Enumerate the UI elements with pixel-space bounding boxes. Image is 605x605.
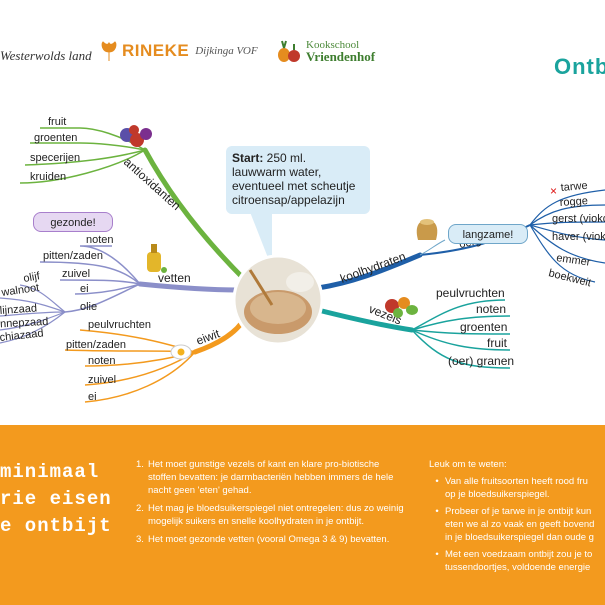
langzame-link	[419, 239, 446, 256]
vegetables-icon	[278, 40, 300, 62]
item-boekweit: boekweit	[547, 267, 592, 289]
oergranen-subbranches	[529, 189, 605, 283]
list-item: 1. Het moet gunstige vezels of kant en k…	[136, 459, 394, 496]
item-eiwit-pitten: pitten/zaden	[66, 339, 126, 351]
branch-antioxidanten	[142, 147, 248, 283]
item-vetten-pitten: pitten/zaden	[43, 250, 103, 262]
item-hennepzaad: hennepzaad	[0, 316, 49, 331]
logo-kookschool: Kookschool Vriendenhof	[276, 38, 375, 64]
start-text3: eventueel met scheutje	[232, 179, 356, 193]
list-item: 2. Het mag je bloedsuikerspiegel niet on…	[136, 503, 404, 527]
spoon-icon	[248, 269, 274, 306]
item-eiwit-zuivel: zuivel	[88, 374, 116, 386]
label-vetten: vetten	[158, 271, 191, 285]
item-fruit: fruit	[48, 116, 66, 128]
ginkgo-leaf-icon	[101, 41, 117, 61]
item-vezels-groenten: groenten	[460, 320, 507, 334]
info-title-line3: e ontbijt	[0, 515, 112, 537]
requirements-list: 1. Het moet gunstige vezels of kant en k…	[136, 458, 404, 551]
olie-subbranches	[0, 284, 66, 344]
item-vezels-fruit: fruit	[487, 336, 508, 350]
logo-rineke-sub: Dijkinga VOF	[195, 45, 258, 57]
oil-bottle-icon	[147, 244, 167, 273]
grain-sack-icon	[416, 219, 438, 240]
item-olijf: olijf	[22, 270, 41, 285]
fun-facts-heading: Leuk om te weten:	[429, 459, 507, 470]
item-eiwit-ei: ei	[88, 391, 97, 403]
item-tarwe: tarwe	[560, 180, 588, 194]
start-pointer	[250, 212, 272, 268]
item-vezels-granen: (oer) granen	[448, 354, 514, 368]
item-specerijen: specerijen	[30, 152, 80, 164]
item-vetten-olie: olie	[80, 301, 97, 313]
start-text1: 250 ml.	[263, 151, 307, 165]
mindmap-area: Westerwolds land RINEKE Dijkinga VOF Koo…	[0, 38, 605, 403]
start-note: Start: 250 ml. lauwwarm water, eventueel…	[226, 146, 370, 214]
logo-kookschool-small: Kookschool	[306, 39, 360, 51]
mindmap-svg: antioxidanten vetten eiwit koolhydraten …	[0, 116, 605, 403]
logo-rineke: RINEKE Dijkinga VOF	[100, 40, 258, 62]
item-emmer: emmer	[556, 252, 592, 269]
egg-icon	[170, 344, 192, 360]
item-vetten-noten: noten	[86, 234, 114, 246]
branch-koolhydraten	[315, 252, 423, 291]
item-vezels-peulvruchten: peulvruchten	[436, 286, 505, 300]
item-lijnzaad: lijnzaad	[0, 302, 37, 317]
bullet-icon: •	[435, 549, 439, 560]
item-gerst: gerst (viokorn)	[552, 213, 605, 225]
fruit-vegetables-icon	[385, 297, 418, 318]
start-text2: lauwwarm water,	[232, 165, 322, 179]
item-kruiden: kruiden	[30, 171, 66, 183]
item-eiwit-noten: noten	[88, 355, 116, 367]
vetten-subbranches	[39, 245, 141, 313]
list-item: • Probeer of je tarwe in je ontbijt kun …	[429, 505, 605, 544]
fun-facts-list: Leuk om te weten: • Van alle fruitsoorte…	[429, 458, 605, 578]
branch-vezels	[315, 307, 415, 333]
list-item: • Van alle fruitsoorten heeft rood fru o…	[429, 475, 605, 501]
info-title: minimaal rie eisen e ontbijt	[0, 459, 130, 540]
bubble-langzame: langzame!	[448, 224, 528, 244]
item-chiazaad: chiazaad	[0, 327, 44, 344]
info-title-line2: rie eisen	[0, 488, 112, 510]
bubble-gezonde: gezonde!	[33, 212, 113, 232]
list-item: • Met een voedzaam ontbijt zou je to tus…	[429, 548, 605, 574]
list-item: 3. Het moet gezonde vetten (vooral Omega…	[136, 534, 390, 545]
logo-westerwolds: Westerwolds land	[0, 48, 92, 63]
start-label: Start:	[232, 151, 264, 165]
logo-rineke-name: RINEKE	[122, 41, 190, 60]
info-title-line1: minimaal	[0, 461, 100, 483]
page-title: Ontb	[554, 54, 605, 79]
start-text4: citroensap/appelazijn	[232, 193, 345, 207]
bullet-icon: •	[435, 476, 439, 487]
cross-mark-icon: ×	[550, 184, 557, 198]
item-vetten-zuivel: zuivel	[62, 268, 90, 280]
item-eiwit-peulvruchten: peulvruchten	[88, 319, 151, 331]
bullet-icon: •	[435, 506, 439, 517]
berries-icon	[120, 125, 152, 147]
vezels-subbranches	[411, 299, 511, 369]
info-panel: minimaal rie eisen e ontbijt 1. Het moet…	[0, 425, 605, 605]
label-koolhydraten: koolhydraten	[338, 249, 407, 286]
logo-kookschool-big: Vriendenhof	[306, 49, 376, 64]
item-haver: haver (viokorn)	[552, 231, 605, 243]
item-rogge: rogge	[559, 195, 588, 209]
branch-vetten	[137, 281, 241, 293]
item-vezels-noten: noten	[476, 302, 506, 316]
item-vetten-ei: ei	[80, 283, 89, 295]
item-walnoot: walnoot	[0, 282, 40, 299]
item-groenten: groenten	[34, 132, 77, 144]
